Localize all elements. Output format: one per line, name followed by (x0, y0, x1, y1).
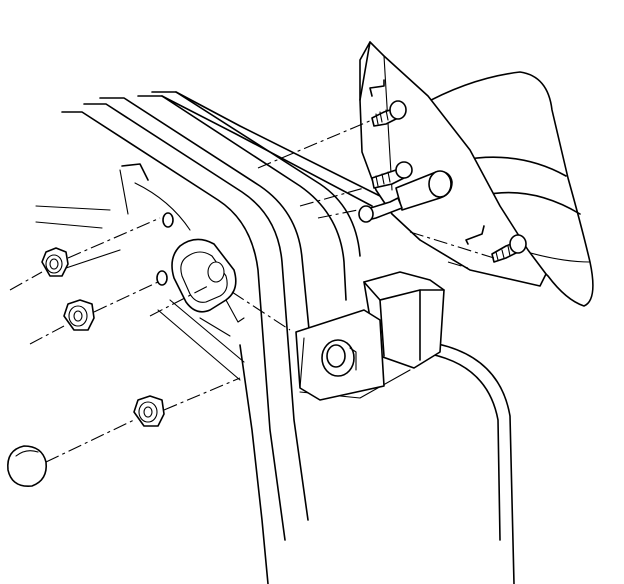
cap-nut (7, 445, 48, 487)
mirror-mounting-plate (359, 41, 547, 287)
panel-hole-lower (156, 270, 168, 286)
lower-mounting-screw (491, 234, 527, 263)
panel-hole-upper (162, 212, 174, 228)
hex-flange-nut-lower (133, 395, 165, 427)
inner-panel-recess (156, 212, 245, 337)
upper-mounting-screw (371, 100, 407, 127)
mounting-stud (371, 161, 413, 189)
locating-pin (369, 79, 385, 97)
hex-flange-nut-upper (41, 247, 69, 277)
panel-slot (207, 261, 225, 283)
hinge-bracket (295, 271, 445, 401)
cylindrical-spacer (358, 170, 453, 223)
locating-pin-lower (465, 225, 485, 245)
door-frame (35, 91, 515, 584)
assembly-lines (9, 119, 495, 463)
hex-flange-nut-middle (63, 299, 95, 331)
